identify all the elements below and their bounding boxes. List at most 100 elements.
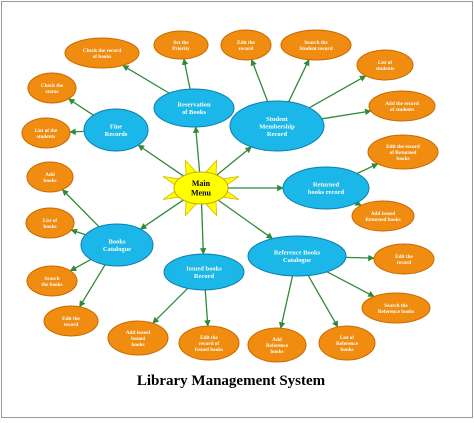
leaf-cat-search-label: Search <box>44 276 59 282</box>
leaf-cat-list-label: books <box>44 224 57 230</box>
leaf-ref-list-label: Reference <box>336 341 359 347</box>
leaf-ref-add-label: Reference <box>266 343 289 349</box>
module-reference-shape <box>247 235 347 277</box>
leaf-cat-list-label: List of <box>43 218 58 224</box>
leaf-ref-add-shape <box>247 327 307 363</box>
leaf-mem-edit-label: Edit the <box>237 40 255 46</box>
connector-main-to-catalogue <box>139 199 184 230</box>
leaf-fine-list-label: List of the <box>35 128 58 134</box>
hub-main-menu-label: Menu <box>191 188 212 197</box>
leaf-iss-edit-label: Edit the <box>200 335 218 341</box>
connector-reference-to-ref-list <box>307 275 339 328</box>
module-fine-label: Records <box>105 131 128 138</box>
module-fine-shape <box>83 108 149 152</box>
hub-main-menu-shape <box>173 171 229 205</box>
module-reference-label: Catalogue <box>283 257 311 264</box>
module-reference-label: Reference Books <box>274 250 321 257</box>
leaf-iss-edit-label: record of <box>199 341 219 347</box>
leaf-ref-add-label: Add <box>272 337 282 343</box>
leaf-mem-search-label: Search the <box>304 40 328 46</box>
leaf-mem-search-label: Student record <box>299 46 332 52</box>
leaf-ret-edit-label: of Returned <box>390 150 417 156</box>
connector-catalogue-to-cat-add <box>61 189 100 228</box>
connector-returned-to-ret-edit <box>356 163 379 175</box>
leaf-cat-edit-label: record <box>64 322 79 328</box>
connector-reference-to-ref-edit <box>345 254 375 262</box>
leaf-mem-add-shape <box>368 90 436 122</box>
leaf-iss-add-label: books <box>132 342 145 348</box>
leaf-iss-add-label: Issued <box>131 336 145 342</box>
leaf-ref-edit-shape <box>373 243 435 275</box>
connector-layer <box>61 58 379 329</box>
leaf-fine-status-label: Check the <box>41 83 64 89</box>
leaf-fine-status-label: status <box>46 89 59 95</box>
leaf-mem-edit-label: record <box>239 46 254 52</box>
leaf-ret-add-shape <box>351 200 415 232</box>
connector-membership-to-mem-add <box>321 108 372 120</box>
hub-main-menu-label: Main <box>192 179 211 188</box>
leaf-iss-add-label: Add issued <box>126 330 150 336</box>
connector-reservation-to-res-check <box>122 64 170 94</box>
module-reservation-label: Reservation <box>177 102 211 109</box>
leaf-iss-edit-shape <box>178 325 240 361</box>
leaf-cat-add-label: books <box>44 178 57 184</box>
module-membership-label: Record <box>267 131 288 138</box>
leaf-fine-list-shape <box>21 117 71 149</box>
leaf-fine-list-label: students <box>37 134 55 140</box>
connector-fine-to-fine-list <box>69 128 85 135</box>
leaf-mem-list-label: students <box>376 66 394 72</box>
connector-fine-to-fine-status <box>68 98 94 116</box>
connector-catalogue-to-cat-search <box>69 258 92 272</box>
leaf-cat-add-shape <box>26 161 74 193</box>
leaf-res-priority-shape <box>153 30 209 60</box>
leaf-fine-status-shape <box>27 72 77 104</box>
connector-main-to-reference <box>217 199 274 240</box>
module-issued-label: Record <box>194 273 215 280</box>
leaf-ref-list-label: books <box>341 347 354 353</box>
module-issued-label: Issued books <box>186 266 222 273</box>
leaf-mem-search-shape <box>280 29 352 61</box>
module-reservation-shape <box>153 88 235 128</box>
leaf-ref-edit-label: record <box>397 260 412 266</box>
connector-catalogue-to-cat-edit <box>79 264 106 308</box>
connector-issued-to-iss-edit <box>204 289 211 327</box>
connector-membership-to-mem-edit <box>250 59 269 102</box>
leaf-ref-list-label: List of <box>340 335 355 341</box>
leaf-mem-list-label: List of <box>378 60 393 66</box>
module-fine-label: Fine <box>110 124 122 131</box>
module-catalogue-label: Catalogue <box>103 246 131 253</box>
connector-catalogue-to-cat-list <box>70 228 86 236</box>
leaf-cat-edit-label: Edit the <box>62 316 80 322</box>
connector-main-to-membership <box>216 146 252 176</box>
leaf-res-check-shape <box>64 37 140 69</box>
module-catalogue-label: Books <box>109 239 126 246</box>
leaf-ret-edit-shape <box>367 134 439 170</box>
leaf-iss-add-shape <box>107 320 169 356</box>
leaf-cat-list-shape <box>25 207 75 239</box>
module-membership-label: Student <box>266 116 289 123</box>
connector-returned-to-ret-add <box>354 199 362 206</box>
leaf-ref-search-label: Search the <box>384 303 408 309</box>
leaf-cat-add-label: Add <box>45 172 55 178</box>
connector-reference-to-ref-search <box>326 271 375 298</box>
leaf-ret-edit-label: books <box>397 156 410 162</box>
module-returned-label: Returned <box>313 182 340 189</box>
